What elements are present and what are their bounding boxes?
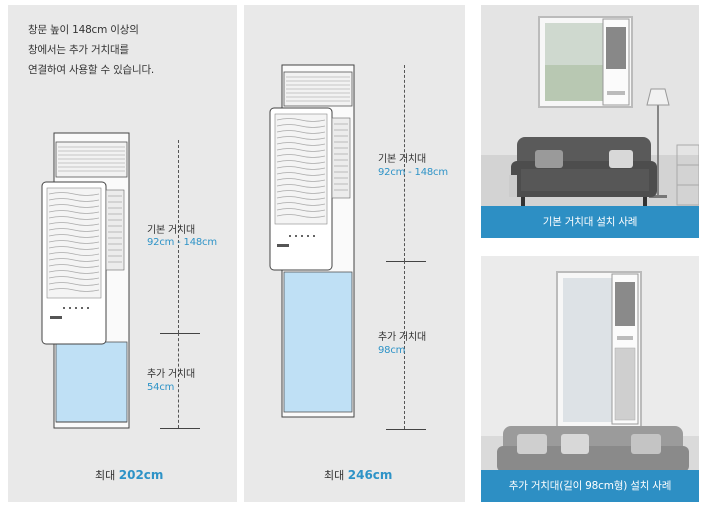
left-device-illustration [41,132,130,429]
basic-install-photo: 기본 거치대 설치 사례 [481,5,699,238]
basic-stand-label: 기본 거치대 [378,154,426,165]
basic-stand-range: 92cm - 148cm [147,237,217,248]
basic-stand-range: 92cm - 148cm [378,167,448,178]
dimension-tick [160,428,200,429]
extra-stand-length: 98cm [378,345,406,356]
intro-line: 창에서는 추가 거치대를 [28,44,129,56]
basic-install-caption: 기본 거치대 설치 사례 [481,206,699,238]
extended-install-caption: 추가 거치대(길이 98cm형) 설치 사례 [481,470,699,502]
basic-stand-dimension-line [178,140,179,333]
living-room-scene [481,5,699,238]
dimension-tick [386,261,426,262]
intro-line: 연결하여 사용할 수 있습니다. [28,64,155,76]
extra-stand-length: 54cm [147,382,175,393]
intro-text: 창문 높이 148cm 이상의 창에서는 추가 거치대를 연결하여 사용할 수 … [28,20,154,80]
living-room-scene [481,256,699,502]
dimension-tick [160,333,200,334]
max-value: 202cm [118,468,164,482]
middle-device-illustration [269,64,355,418]
basic-stand-label: 기본 거치대 [147,225,195,236]
extra-stand-dimension-line [404,261,405,429]
extra-stand-label: 추가 거치대 [147,369,195,380]
left-max-height: 최대 202cm [95,467,163,483]
extra-stand-dimension-line [178,333,179,428]
max-value: 246cm [347,468,393,482]
middle-max-height: 최대 246cm [324,467,392,483]
extended-install-photo: 추가 거치대(길이 98cm형) 설치 사례 [481,256,699,502]
max-prefix: 최대 [324,469,345,482]
extra-stand-label: 추가 거치대 [378,332,426,343]
basic-stand-dimension-line [404,65,405,261]
intro-line: 창문 높이 148cm 이상의 [28,24,139,36]
max-prefix: 최대 [95,469,116,482]
dimension-tick [386,429,426,430]
